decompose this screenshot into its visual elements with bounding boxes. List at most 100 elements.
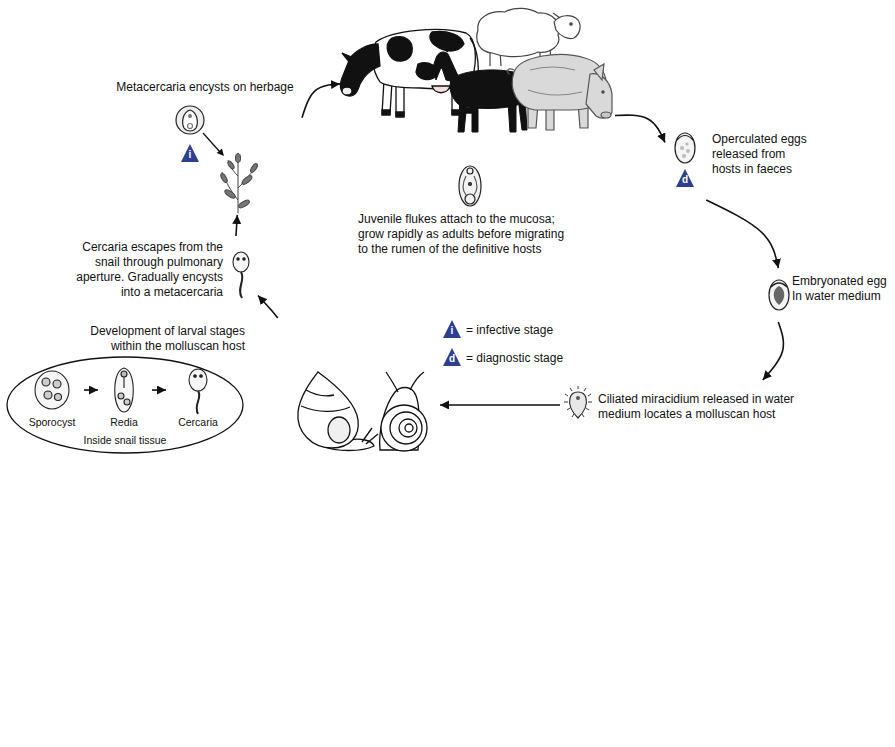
snail-host <box>405 424 413 432</box>
legend-marker-letter: i <box>444 325 460 337</box>
stage-caption: Cercaria <box>166 416 230 429</box>
snail-host <box>298 372 427 451</box>
larval-stage-node: Cercaria <box>166 368 232 431</box>
cycle-arrow <box>440 404 560 406</box>
herbage-plant <box>227 160 235 170</box>
cercaria-figure <box>200 375 203 378</box>
snail-host <box>390 412 422 444</box>
snail-host <box>298 372 358 448</box>
miracidium-figure <box>564 386 592 417</box>
pig-figure <box>586 74 612 118</box>
metacercaria-figure <box>183 110 198 131</box>
goat-figure <box>432 52 462 84</box>
snail-host <box>362 428 378 444</box>
legend-marker-letter: d <box>444 353 460 365</box>
metacercaria-figure <box>188 114 192 118</box>
juvenile-fluke <box>459 166 481 206</box>
cycle-arrow <box>302 84 340 118</box>
pig-figure <box>507 69 514 74</box>
cow-figure <box>430 32 464 52</box>
herbage-plant <box>236 154 241 163</box>
herbage-plant <box>241 174 253 186</box>
pig-figure <box>594 64 604 80</box>
miracidium-figure <box>570 392 587 418</box>
miracidium-figure <box>564 386 592 418</box>
cycle-arrow <box>258 296 278 319</box>
goat-figure <box>458 96 527 132</box>
stage-node: Operculated eggs released from hosts in … <box>665 128 830 200</box>
cercaria-figure <box>233 252 249 272</box>
stage-caption: Embryonated egg In water medium <box>792 274 887 304</box>
redia-figure <box>115 368 133 412</box>
operculated-egg <box>677 136 693 141</box>
goat-figure <box>447 41 462 52</box>
cercaria-figure <box>233 252 249 298</box>
snail-host <box>399 419 417 437</box>
stage-marker <box>676 169 694 187</box>
cercaria-figure <box>189 369 207 414</box>
cow-figure <box>340 44 380 96</box>
snail-host <box>386 372 424 392</box>
operculated-egg <box>680 146 684 150</box>
legend-marker <box>443 348 461 366</box>
juvenile-fluke <box>467 168 473 174</box>
operculated-egg <box>682 154 686 158</box>
sporocyst-figure <box>44 391 52 399</box>
stage-caption: Sporocyst <box>22 416 82 429</box>
metacercaria-figure <box>176 106 204 134</box>
cow-figure <box>382 108 472 117</box>
cycle-arrow <box>236 215 237 236</box>
stage-caption: Metacercaria encysts on herbage <box>110 80 300 95</box>
juvenile-fluke <box>459 166 481 206</box>
sheep-figure <box>477 8 559 56</box>
host-stage-node: Juvenile flukes attach to the mucosa; gr… <box>340 5 615 268</box>
stage-caption: Operculated eggs released from hosts in … <box>712 132 814 177</box>
snail-tissue-outline <box>7 357 243 453</box>
redia-figure <box>121 371 127 377</box>
embryonated-egg <box>774 286 785 305</box>
snail-host <box>381 405 427 451</box>
snail-host <box>328 417 350 443</box>
cow-figure <box>387 37 412 61</box>
herbage-plant <box>224 189 237 200</box>
embryonated-egg <box>769 280 789 310</box>
stage-node: Ciliated miracidium released in water me… <box>560 380 820 430</box>
juvenile-fluke <box>469 183 472 186</box>
region-caption: Inside snail tissue <box>65 434 185 447</box>
stage-marker-letter: i <box>182 149 198 161</box>
cycle-arrow <box>84 389 98 391</box>
cercaria-figure <box>197 391 200 414</box>
herbage-plant <box>249 163 258 174</box>
cow-figure <box>432 86 450 93</box>
cercaria-figure <box>237 258 239 260</box>
cercaria-figure <box>240 272 242 298</box>
pig-figure <box>528 67 582 95</box>
embryonated-egg <box>769 280 789 310</box>
stage-marker <box>181 144 199 162</box>
sheep-figure <box>553 13 560 18</box>
stage-caption: Cercaria escapes from the snail through … <box>63 240 223 300</box>
cycle-arrow <box>706 200 778 268</box>
operculated-egg <box>685 142 688 145</box>
redia-figure <box>123 377 124 388</box>
legend-marker <box>443 320 461 366</box>
operculated-egg <box>686 149 690 153</box>
cercaria-figure <box>189 369 207 391</box>
sporocyst-figure <box>53 380 61 388</box>
stage-node: Cercaria escapes from the snail through … <box>50 236 258 306</box>
larval-stage-node: Redia <box>98 368 152 431</box>
sporocyst-figure <box>35 371 69 409</box>
sheep-figure <box>570 23 572 25</box>
cow-figure <box>342 53 354 63</box>
herbage-plant <box>238 199 251 209</box>
stage-caption: Redia <box>98 416 150 429</box>
pig-figure <box>602 91 604 93</box>
sheep-figure <box>554 16 580 39</box>
stage-marker-letter: d <box>677 174 693 186</box>
snail-tissue-outline <box>7 357 243 453</box>
redia-figure <box>118 393 124 399</box>
stage-caption: Development of larval stages within the … <box>65 324 245 354</box>
